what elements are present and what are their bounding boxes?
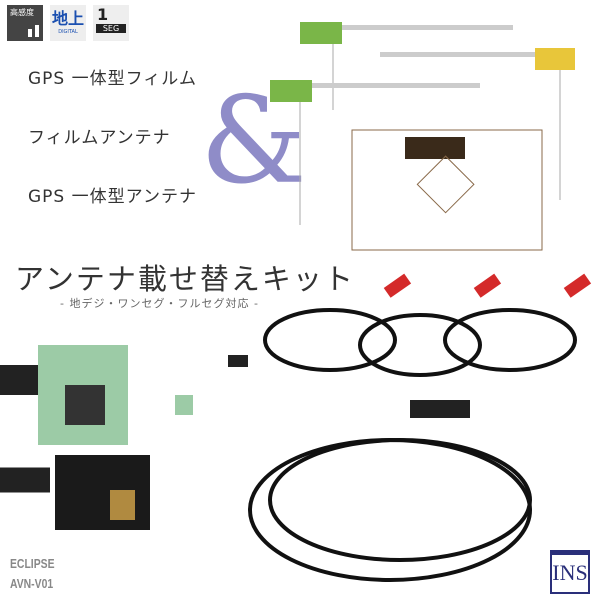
cables	[248, 308, 577, 582]
black-connector-large	[0, 455, 150, 530]
red-plugs	[383, 273, 592, 298]
heading-gps-film: GPS 一体型フィルム	[28, 69, 197, 89]
brand-label: ECLIPSE	[10, 556, 55, 571]
page-title: アンテナ載せ替えキット	[15, 262, 355, 296]
green-connector-large	[0, 345, 128, 445]
model-label: AVN-V01	[10, 576, 54, 591]
black-connector-small	[228, 355, 248, 367]
film-antenna-l1	[300, 22, 513, 110]
film-antenna-l2	[270, 80, 480, 225]
heading-film-antenna: フィルムアンテナ	[28, 128, 171, 148]
film-antenna-r	[380, 48, 575, 200]
heading-gps-antenna: GPS 一体型アンテナ	[28, 187, 197, 207]
green-connector-small	[175, 395, 193, 415]
gps-antenna-box	[410, 400, 470, 418]
gps-film-antenna	[351, 129, 543, 251]
high-sensitivity-badge: 高感度	[7, 5, 43, 41]
ins-logo: INS	[550, 550, 590, 594]
subtitle: - 地デジ・ワンセグ・フルセグ対応 -	[60, 297, 259, 310]
